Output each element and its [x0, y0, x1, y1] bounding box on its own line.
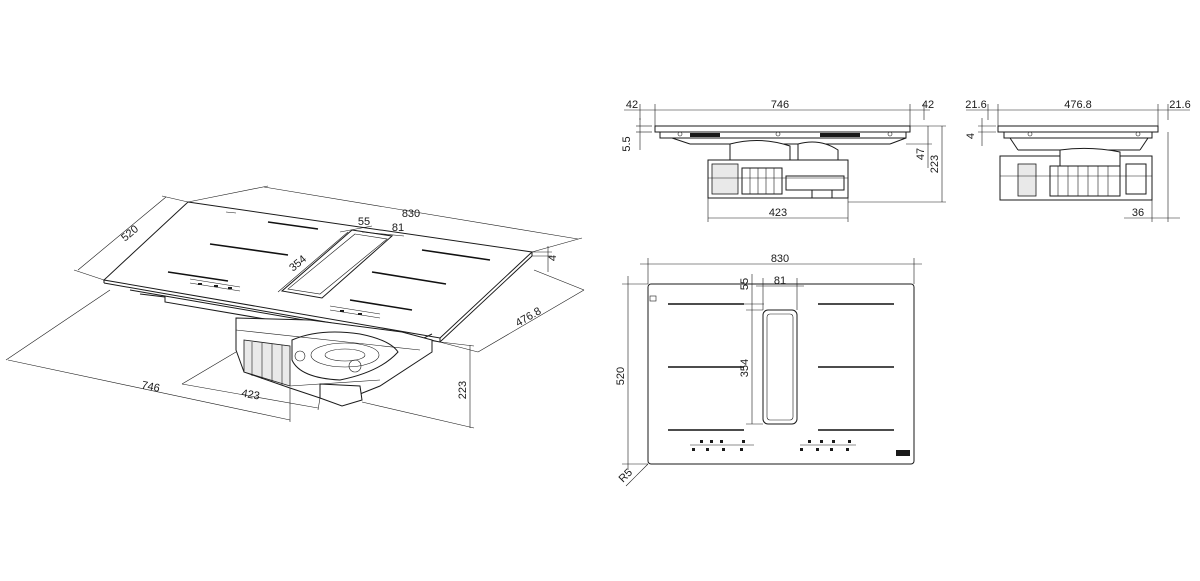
top-cooking-zones [668, 303, 894, 431]
side-glass [997, 125, 1159, 133]
front-dim-47: 47 [915, 148, 927, 160]
top-dim-81: 81 [774, 275, 786, 287]
top-dim-r5: R5 [617, 467, 635, 485]
iso-dim-423: 423 [240, 388, 260, 403]
side-view: 21.6 476.8 21.6 4 36 [965, 99, 1191, 222]
top-dim-55: 55 [739, 278, 751, 290]
side-dim-21-6-right: 21.6 [1169, 99, 1190, 111]
front-dim-42-right: 42 [922, 99, 934, 111]
front-glass [654, 125, 911, 133]
side-dim-36: 36 [1132, 207, 1144, 219]
side-motor [999, 147, 1153, 201]
front-dim-746: 746 [771, 99, 789, 111]
front-dim-423: 423 [769, 207, 787, 219]
iso-motor-body [235, 317, 433, 407]
front-dim-5-5: 5.5 [621, 136, 633, 151]
iso-dim-830: 830 [402, 208, 420, 220]
front-dim-42-left: 42 [626, 99, 638, 111]
front-dim-223: 223 [929, 155, 941, 173]
front-view: 42 746 42 5.5 47 223 423 [621, 99, 946, 222]
iso-dim-223: 223 [457, 381, 469, 399]
top-dim-520: 520 [615, 367, 627, 385]
side-dim-4: 4 [965, 133, 977, 139]
iso-dim-520: 520 [119, 223, 141, 244]
iso-dim-81: 81 [392, 222, 404, 234]
top-dim-830: 830 [771, 253, 789, 265]
iso-vent-slot [280, 229, 394, 299]
side-dim-476-8: 476.8 [1064, 99, 1092, 111]
top-view: 830 55 81 354 520 R5 [615, 253, 922, 487]
iso-dim-476-8: 476.8 [514, 305, 544, 329]
isometric-view: 830 520 55 81 354 4 476.8 746 423 [5, 185, 585, 429]
side-dim-21-6-left: 21.6 [965, 99, 986, 111]
iso-controls [189, 278, 381, 319]
front-motor [707, 140, 849, 199]
top-vent-slot [762, 309, 798, 425]
top-controls [690, 440, 910, 456]
top-dim-354: 354 [739, 359, 751, 377]
iso-dim-746: 746 [140, 379, 160, 395]
iso-dim-55: 55 [358, 216, 370, 228]
iso-dim-4: 4 [547, 255, 559, 261]
